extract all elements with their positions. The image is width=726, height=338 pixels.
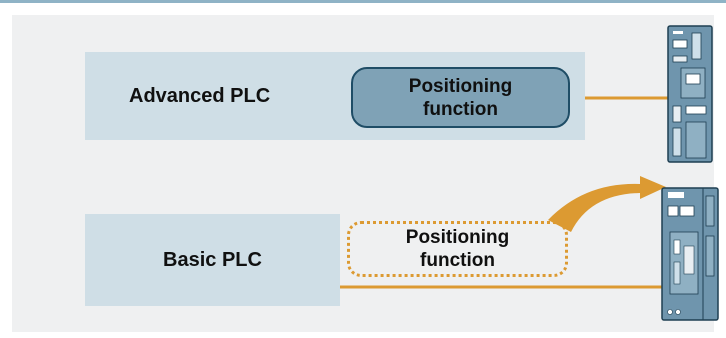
drive-unit-icon [661, 187, 719, 321]
basic-positioning-function: Positioning function [347, 221, 568, 277]
advanced-plc-label: Advanced PLC [129, 84, 271, 107]
curved-arrow-icon [548, 176, 666, 232]
basic-plc-box: Basic PLC [85, 214, 340, 306]
basic-function-line2: function [420, 250, 495, 271]
advanced-function-line2: function [423, 98, 498, 120]
basic-plc-label: Basic PLC [163, 248, 262, 271]
plc-module-icon [667, 25, 713, 163]
advanced-positioning-function: Positioning function [351, 67, 570, 128]
basic-function-line1: Positioning [405, 227, 510, 248]
top-rule [0, 0, 726, 3]
advanced-function-line1: Positioning [408, 75, 513, 97]
